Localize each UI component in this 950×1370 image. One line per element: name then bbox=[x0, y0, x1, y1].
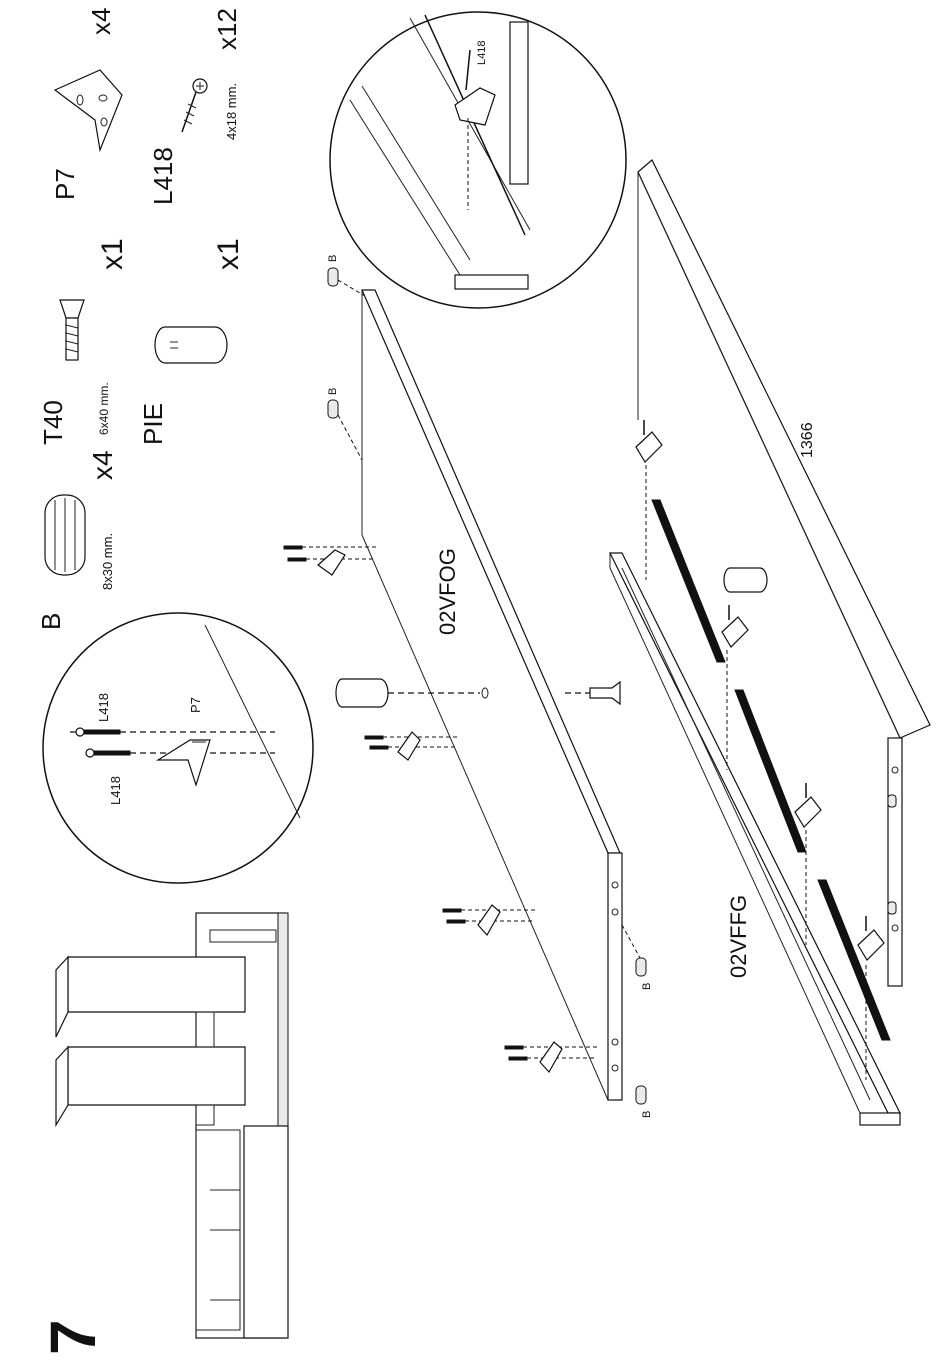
panel-lower-label: 02VFFG bbox=[726, 895, 751, 978]
step-number: 7 bbox=[37, 1319, 109, 1355]
dowel-top-2 bbox=[328, 400, 362, 460]
detail-left-label-bottom: L418 bbox=[108, 776, 123, 805]
hw-t40-size: 6x40 mm. bbox=[97, 382, 111, 435]
detail-left-label-top: L418 bbox=[96, 693, 111, 722]
hw-t40-code: T40 bbox=[38, 400, 68, 445]
hw-pie-qty: x1 bbox=[96, 238, 129, 270]
dimension-label: 1366 bbox=[799, 422, 816, 458]
detail-circle-right: L418 bbox=[330, 12, 626, 308]
hw-l418-code: L418 bbox=[148, 147, 178, 205]
hw-l418-qty: x12 bbox=[212, 8, 242, 50]
slot-3 bbox=[818, 880, 890, 1040]
hw-l418-size: 4x18 mm. bbox=[224, 83, 239, 140]
panel-upper-label: 02VFOG bbox=[435, 548, 460, 635]
dowel-label-4: B bbox=[641, 1111, 653, 1118]
foot-lower bbox=[724, 568, 767, 592]
bracket-group-2 bbox=[365, 732, 458, 760]
p7-bracket-icon bbox=[55, 70, 122, 150]
panel-upper: 02VFOG bbox=[362, 290, 622, 1100]
foot-icon bbox=[155, 327, 227, 363]
foot-assembly bbox=[336, 679, 620, 707]
bracket-group-3 bbox=[443, 905, 535, 935]
detail-circle-left: L418 L418 P7 bbox=[43, 613, 313, 883]
t40-screw-icon bbox=[60, 300, 84, 360]
hw-extra-qty: x1 bbox=[212, 238, 245, 270]
furniture-overview bbox=[56, 913, 288, 1338]
dowel-top-1 bbox=[328, 268, 365, 296]
dowel-bottom-2 bbox=[636, 1086, 646, 1104]
l418-screw-icon bbox=[182, 79, 207, 132]
hw-p7-code: P7 bbox=[50, 168, 80, 200]
screw-icon bbox=[86, 749, 130, 757]
dowel-label-1: B bbox=[327, 255, 339, 262]
slot-2 bbox=[735, 690, 806, 852]
dowel-label-3: B bbox=[641, 983, 653, 990]
dowel-label-2: B bbox=[327, 388, 339, 395]
dowel-bottom-1 bbox=[622, 925, 646, 976]
hw-t40-qty: x4 bbox=[87, 450, 118, 480]
hw-pie-code: PIE bbox=[138, 403, 168, 445]
bracket-group-4 bbox=[505, 1042, 597, 1072]
dowel-icon bbox=[45, 495, 85, 575]
bracket-group-1 bbox=[284, 546, 376, 575]
detail-right-label: L418 bbox=[476, 41, 488, 65]
detail-left-label-bracket: P7 bbox=[188, 697, 203, 713]
screw-icon bbox=[76, 728, 120, 736]
hw-b-size: 8x30 mm. bbox=[100, 533, 115, 590]
hw-p7-qty: x4 bbox=[86, 8, 116, 35]
hw-b-code: B bbox=[36, 613, 66, 630]
bracket-lower-2 bbox=[722, 605, 748, 770]
